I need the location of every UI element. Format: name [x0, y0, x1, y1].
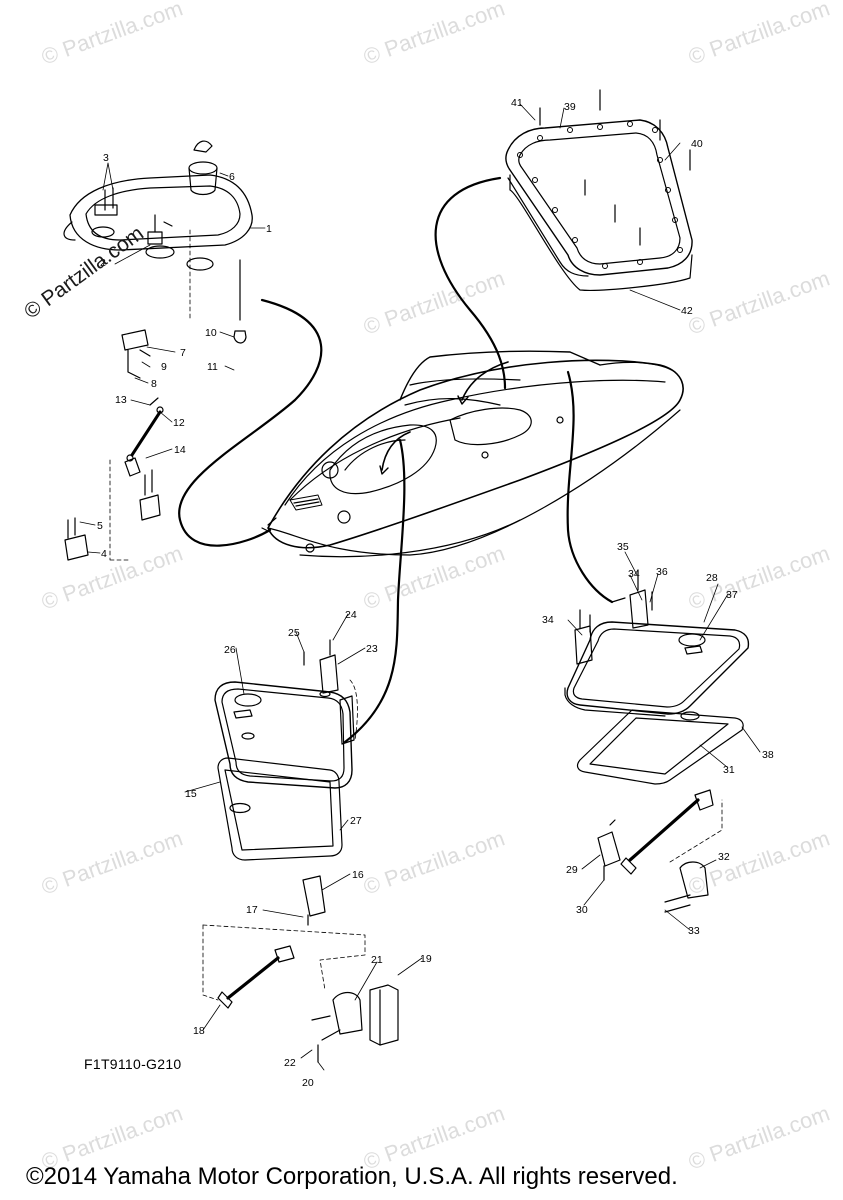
callout-39: 39	[564, 101, 576, 113]
callout-27: 27	[350, 815, 362, 827]
callout-5: 5	[97, 520, 103, 532]
callout-12: 12	[173, 417, 185, 429]
strut-assembly-bottom-left	[202, 875, 399, 1063]
callout-36: 36	[656, 566, 668, 578]
callout-28: 28	[706, 572, 718, 584]
callout-2: 2	[100, 257, 106, 269]
callout-29: 29	[566, 864, 578, 876]
callout-7: 7	[180, 347, 186, 359]
callout-22: 22	[284, 1057, 296, 1069]
callout-32: 32	[718, 851, 730, 863]
strut-assembly-bottom-right	[597, 789, 723, 913]
callout-33: 33	[688, 925, 700, 937]
callout-1: 1	[266, 223, 272, 235]
callout-34: 34	[628, 568, 640, 580]
hatch-assembly-middle-left	[214, 639, 358, 861]
callout-20: 20	[302, 1077, 314, 1089]
callout-40: 40	[691, 138, 703, 150]
callout-4: 4	[101, 548, 107, 560]
callout-8: 8	[151, 378, 157, 390]
callout-37: 37	[726, 589, 738, 601]
callout-19: 19	[420, 953, 432, 965]
callout-18: 18	[193, 1025, 205, 1037]
callout-41: 41	[511, 97, 523, 109]
callout-24: 24	[345, 609, 357, 621]
callout-35: 35	[617, 541, 629, 553]
callout-9: 9	[161, 361, 167, 373]
callout-leaders	[79, 103, 761, 1071]
callout-38: 38	[762, 749, 774, 761]
callout-11: 11	[207, 361, 218, 373]
callout-numbers: 1 2 3 4 5 6 7 8 9 10 11 12 13 14 15 16 1…	[97, 97, 774, 1089]
hatch-assembly-top-right	[505, 89, 693, 291]
boat-illustration	[261, 350, 684, 558]
callout-10: 10	[205, 327, 217, 339]
callout-16: 16	[352, 869, 364, 881]
callout-23: 23	[366, 643, 378, 655]
callout-42: 42	[681, 305, 693, 317]
callout-25: 25	[288, 627, 300, 639]
callout-15: 15	[185, 788, 197, 800]
callout-31: 31	[723, 764, 735, 776]
hatch-assembly-middle-right	[564, 569, 750, 785]
diagram-code: F1T9110-G210	[84, 1056, 182, 1072]
callout-21: 21	[371, 954, 383, 966]
callout-14: 14	[174, 444, 186, 456]
hatch-assembly-top-left	[63, 140, 253, 561]
callout-30: 30	[576, 904, 588, 916]
copyright-notice: ©2014 Yamaha Motor Corporation, U.S.A. A…	[26, 1163, 678, 1190]
callout-6: 6	[229, 171, 235, 183]
callout-34: 34	[542, 614, 554, 626]
callout-26: 26	[224, 644, 236, 656]
callout-13: 13	[115, 394, 127, 406]
callout-17: 17	[246, 904, 258, 916]
leader-curves	[178, 176, 614, 744]
callout-3: 3	[103, 152, 109, 164]
